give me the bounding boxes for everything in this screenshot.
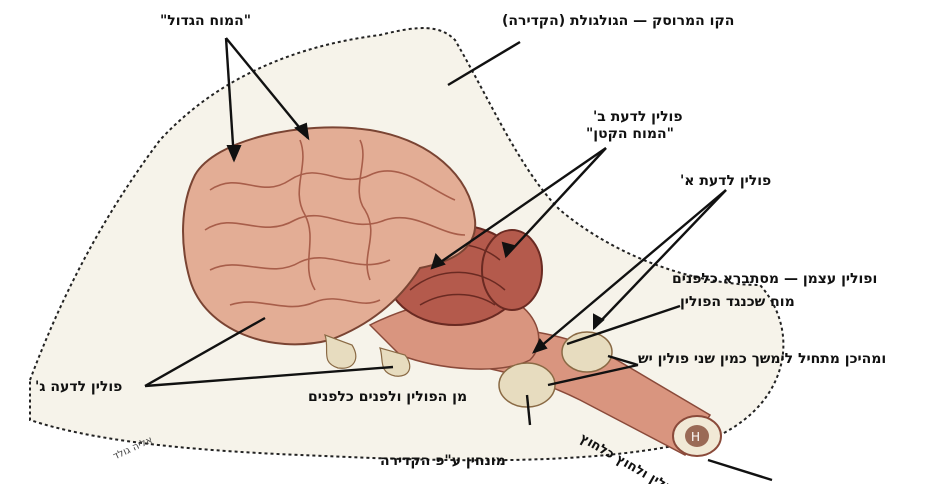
label-two-folin: ומהיכן מתחיל לימשך כמין שני פולין יש	[638, 350, 886, 368]
label-folin-c: פולין לדעה ג'	[35, 378, 122, 396]
label-cerebellum: "המוח הקטן"	[586, 125, 674, 143]
label-skull-line: הקו המרוסק — הגולגולת (הקדירה)	[502, 12, 734, 30]
label-monchin: מונחין ע"פ הקדירה	[380, 452, 506, 470]
label-moach-keneged: מוח שכנגד הפולין	[680, 293, 795, 311]
svg-text:H: H	[691, 430, 700, 444]
label-folin-a: פולין לדעת א'	[680, 172, 771, 190]
label-folin-b: פולין לדעת ב'	[593, 108, 683, 126]
label-min-hafolin: מן הפולין ולפנים כלפנים	[308, 388, 467, 406]
label-cerebrum: "המוח הגדול"	[160, 12, 251, 30]
label-folin-atzman: ופולין עצמן — מסתברא כלפנים	[672, 270, 877, 288]
